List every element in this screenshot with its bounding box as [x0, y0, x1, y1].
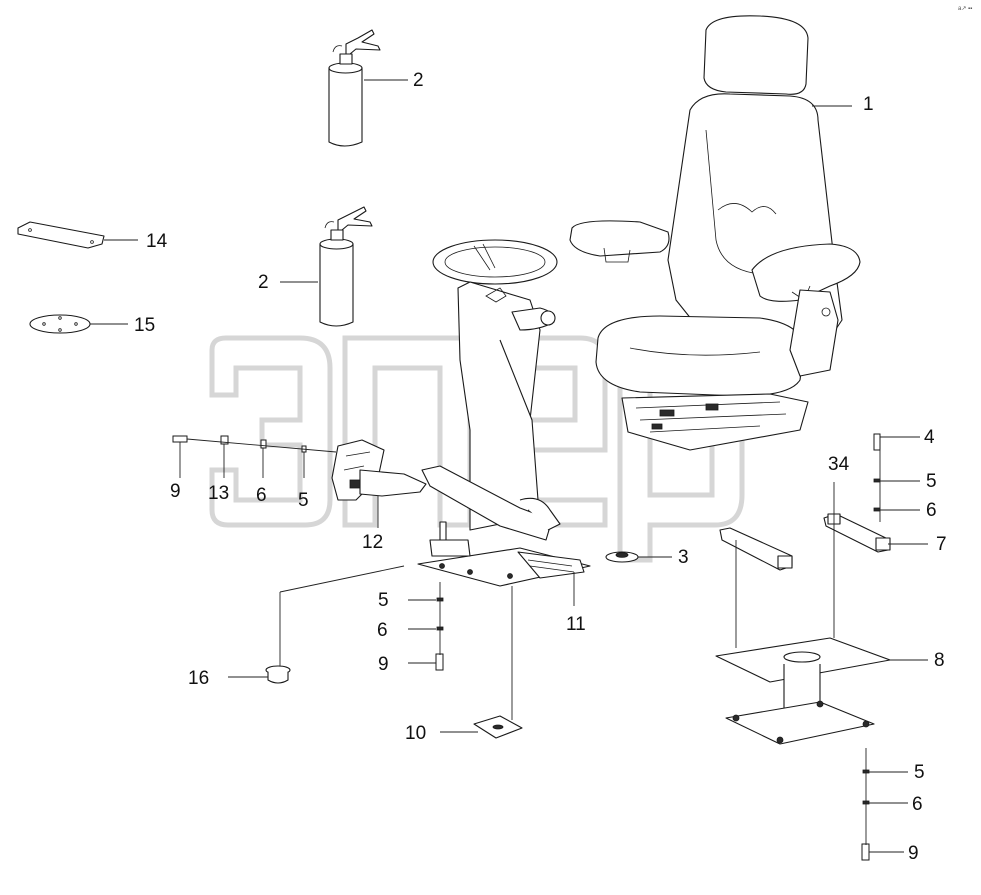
pedal-bracket — [331, 439, 427, 501]
callout-labels: 1 2 2 3 4 5 6 7 34 8 5 6 9 9 13 6 5 12 1… — [134, 70, 947, 864]
callout-5-right-top: 5 — [926, 471, 937, 492]
callout-34: 34 — [828, 454, 850, 475]
round-gasket — [29, 314, 91, 334]
callout-14: 14 — [146, 231, 168, 252]
callout-6-base: 6 — [377, 620, 388, 641]
callout-5-left: 5 — [298, 490, 309, 511]
callout-8: 8 — [934, 650, 945, 671]
callout-6-left: 6 — [256, 485, 267, 506]
fire-extinguisher-middle — [319, 206, 373, 327]
corner-mark: a↗ ▪▪ — [958, 6, 972, 12]
callout-10: 10 — [405, 723, 426, 744]
callout-3: 3 — [678, 547, 689, 568]
callout-5-right-bottom: 5 — [914, 762, 925, 783]
callout-4: 4 — [924, 427, 935, 448]
callout-2-middle: 2 — [258, 272, 269, 293]
callout-12: 12 — [362, 532, 383, 553]
callout-2-top: 2 — [413, 70, 424, 91]
fire-extinguisher-top — [328, 29, 381, 147]
callout-6-right-bottom: 6 — [912, 794, 923, 815]
callout-9-left: 9 — [170, 481, 181, 502]
callout-5-base: 5 — [378, 590, 389, 611]
square-flange — [473, 715, 523, 739]
steering-column-assembly — [417, 239, 591, 587]
leader-lines — [90, 79, 928, 853]
callout-9-base: 9 — [378, 654, 389, 675]
drain-plug — [265, 665, 291, 684]
operator-seat — [569, 15, 861, 451]
callout-1: 1 — [863, 94, 874, 115]
seat-pedestal — [715, 637, 891, 745]
callout-13: 13 — [208, 483, 229, 504]
callout-15: 15 — [134, 315, 155, 336]
callout-6-right-top: 6 — [926, 500, 937, 521]
callout-9-right: 9 — [908, 843, 919, 864]
callout-11: 11 — [566, 614, 586, 635]
seat-brackets — [719, 513, 891, 571]
callout-7: 7 — [936, 534, 947, 555]
callout-16: 16 — [188, 668, 209, 689]
round-flange — [605, 551, 639, 563]
cover-plate — [17, 221, 105, 249]
